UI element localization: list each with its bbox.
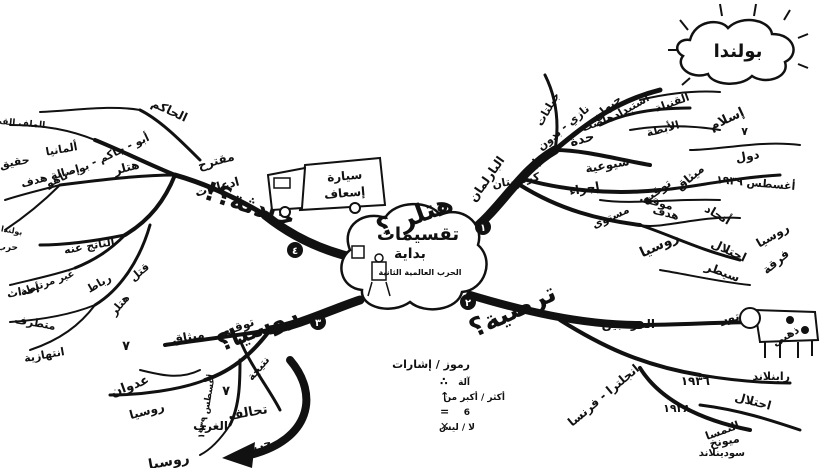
svg-text:مقترح: مقترح (196, 149, 235, 172)
svg-text:هتلر: هتلر (111, 157, 140, 177)
svg-text:بولندا: بولندا (0, 224, 23, 237)
svg-text:المرخبين: المرخبين (602, 317, 655, 331)
svg-text:١: ١ (480, 223, 486, 234)
center-node: تقسيمات بداية الحرب العالمية الثانية (340, 202, 488, 311)
svg-text:متطرف: متطرف (13, 313, 56, 333)
svg-text:روسيا: روسيا (637, 229, 681, 261)
svg-text:روسيا: روسيا (128, 399, 166, 423)
svg-text:مستوى: مستوى (590, 203, 631, 231)
svg-text:حرب: حرب (0, 243, 18, 253)
legend-sym-2: ↑ (440, 390, 449, 403)
legend-text-4: لا / ليس (439, 423, 475, 433)
center-subtitle: بداية (394, 246, 426, 262)
svg-text:عدوان: عدوان (109, 373, 152, 401)
curved-arrow-icon (222, 356, 311, 468)
svg-text:٧: ٧ (222, 384, 230, 399)
poland-arrows-icon (668, 3, 809, 86)
svg-text:رباط: رباط (84, 271, 113, 295)
svg-text:٢: ٢ (465, 298, 471, 309)
poland-cloud: بولندا (668, 3, 809, 86)
svg-text:روسيا: روسيا (754, 220, 792, 251)
svg-text:قتل: قتل (127, 260, 152, 284)
svg-text:احتلال: احتلال (733, 390, 773, 413)
svg-text:الملف القصة الحساسة: الملف القصة الحساسة (0, 112, 46, 131)
legend-sym-1: ∴ (440, 375, 448, 388)
branch-4-labels: الحاكم مقترح أبو - جاكم - بو - تاهو ادعا… (0, 96, 241, 365)
center-title: تقسيمات (377, 224, 459, 245)
legend-text-3: 6 (464, 408, 470, 418)
ambulance-icon: سيارة إسعاف (266, 156, 387, 218)
svg-text:٤: ٤ (292, 246, 298, 257)
svg-text:أتحاد: أتحاد (702, 201, 734, 228)
svg-text:انتهازية: انتهازية (23, 345, 66, 365)
svg-text:٧: ٧ (122, 339, 130, 354)
svg-text:ميثاق: ميثاق (171, 327, 205, 346)
svg-text:١٩٣٨: ١٩٣٨ (663, 402, 690, 415)
cow-icon (739, 307, 820, 358)
ambulance-line2: إسعاف (324, 184, 366, 202)
legend: رموز / إشارات ∴ آلة ↑ أكثر / أكبر من = 6… (392, 358, 505, 433)
svg-text:روسيا: روسيا (147, 450, 191, 468)
svg-text:دول: دول (734, 147, 760, 166)
svg-text:انجلترا - فرنسا: انجلترا - فرنسا (565, 362, 642, 430)
svg-text:ميثاق: ميثاق (673, 162, 707, 194)
svg-text:الغرب: الغرب (193, 419, 228, 433)
svg-text:الناتج عنه: الناتج عنه (63, 235, 116, 257)
svg-text:تحالف: تحالف (227, 402, 269, 424)
legend-text-2: أكثر / أكبر من (443, 391, 505, 403)
legend-text-1: آلة (458, 376, 471, 388)
svg-text:الأبطة: الأبطة (645, 117, 681, 139)
svg-text:راينلاند: راينلاند (752, 370, 790, 383)
svg-text:٧: ٧ (741, 125, 748, 138)
svg-text:ترضية؟: ترضية؟ (464, 278, 561, 344)
svg-text:احتلال: احتلال (709, 236, 749, 264)
branch-1-labels: البارلمان جبلتات نازي - بدون جيهان هاضت … (466, 90, 796, 285)
svg-text:فرقة: فرقة (760, 247, 792, 277)
legend-title: رموز / إشارات (392, 358, 470, 371)
poland-cloud-label: بولندا (714, 41, 763, 62)
svg-text:ميونخ: ميونخ (708, 432, 740, 450)
center-caption: الحرب العالمية الثانية (379, 268, 462, 277)
branch-3-labels: توقيع ميثاق نتيجة ٧ عدوان أغسطس ١٩٣٩ روس… (109, 315, 273, 468)
svg-text:تور: تور (718, 309, 740, 327)
soldier-icon (351, 245, 391, 297)
svg-text:سودينلاند: سودينلاند (699, 448, 745, 459)
svg-text:١٩٣٦: ١٩٣٦ (681, 374, 710, 388)
svg-text:هتلر: هتلر (107, 292, 133, 319)
legend-sym-3: = (440, 405, 449, 418)
branch-lines (4, 73, 802, 456)
svg-text:حقيق: حقيق (0, 153, 31, 171)
svg-text:٣: ٣ (315, 318, 321, 329)
svg-text:ألمانيا: ألمانيا (44, 139, 78, 158)
svg-text:هدف: هدف (651, 203, 680, 222)
svg-text:أحداث: أحداث (6, 281, 41, 300)
ambulance-line1: سيارة (327, 168, 363, 185)
svg-text:حدة: حدة (568, 129, 596, 150)
svg-text:إجراء: إجراء (568, 179, 600, 198)
legend-sym-4: ✕ (440, 420, 449, 433)
svg-text:شيوعية: شيوعية (584, 154, 631, 177)
svg-text:أغسطس ١٩٣٩: أغسطس ١٩٣٩ (716, 172, 796, 193)
